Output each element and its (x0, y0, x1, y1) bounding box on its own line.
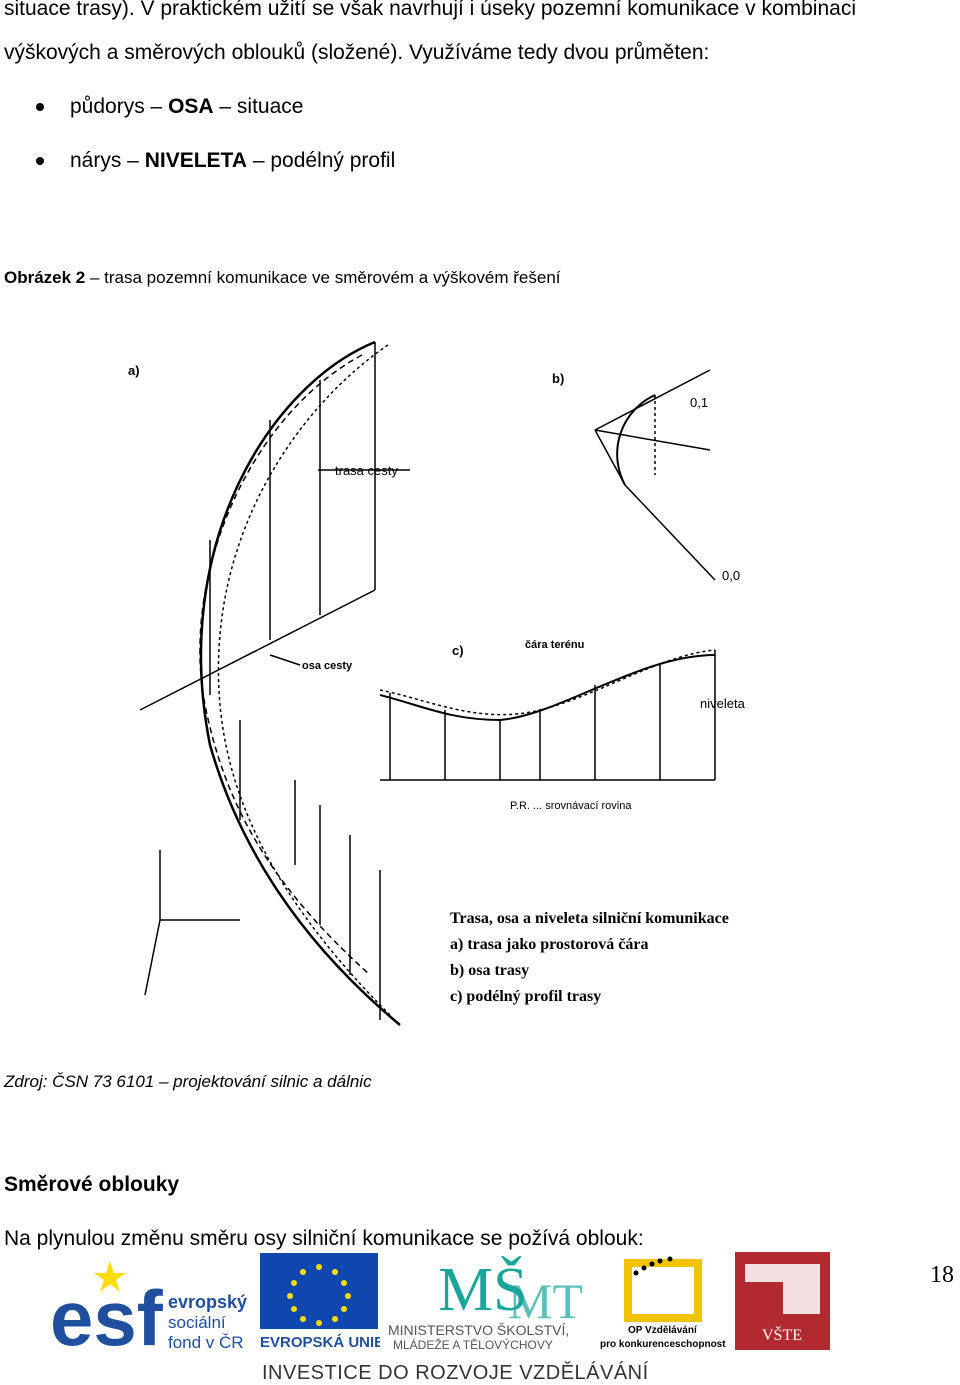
esf-text-2: sociální (168, 1313, 226, 1332)
legend-item-a: a) trasa jako prostorová čára (450, 936, 649, 953)
label-dist-00: 0,0 (722, 568, 740, 583)
label-niveleta: niveleta (700, 696, 746, 711)
esf-text-1: evropský (168, 1292, 247, 1312)
vste-logo: VŠTE (735, 1252, 830, 1350)
figure-label-c: c) (452, 643, 464, 658)
body-text-line: situace trasy). V praktickém užití se vš… (4, 0, 856, 20)
msmt-logo: MŠ MT MINISTERSTVO ŠKOLSTVÍ, MLÁDEŽE A T… (388, 1250, 598, 1352)
bullet-dot (36, 103, 44, 111)
msmt-text-2: MLÁDEŽE A TĚLOVÝCHOVY (393, 1337, 553, 1350)
figure-label-a: a) (128, 363, 140, 378)
svg-text:esf: esf (50, 1274, 164, 1353)
op-logo: OP Vzdělávání pro konkurenceschopnost (598, 1253, 728, 1353)
label-cara-terenu: čára terénu (525, 639, 584, 651)
label-pr: P.R. ... srovnávací rovina (510, 800, 632, 812)
section-heading: Směrové oblouky (4, 1173, 180, 1196)
label-trasa-cesty: trasa cesty (335, 463, 398, 478)
esf-text-3: fond v ČR (168, 1333, 244, 1352)
svg-text:MŠ: MŠ (438, 1256, 528, 1324)
esf-logo: esf evropský sociální fond v ČR (50, 1253, 250, 1362)
figure-label-b: b) (552, 371, 564, 386)
op-text-2: pro konkurenceschopnost (600, 1339, 726, 1350)
source-note: Zdroj: ČSN 73 6101 – projektování silnic… (4, 1072, 372, 1091)
bullet-dot (36, 157, 44, 165)
road-route-figure: a) b) c) trasa cesty osa cesty čára teré… (128, 340, 746, 1026)
op-text-1: OP Vzdělávání (628, 1325, 698, 1336)
eu-text: EVROPSKÁ UNIE (260, 1334, 380, 1351)
svg-text:MT: MT (508, 1273, 583, 1329)
legend-item-c: c) podélný profil trasy (450, 988, 601, 1005)
figure-caption: Obrázek 2 – trasa pozemní komunikace ve … (4, 268, 561, 287)
page-number: 18 (930, 1262, 954, 1288)
label-dist-01: 0,1 (690, 395, 708, 410)
msmt-text-1: MINISTERSTVO ŠKOLSTVÍ, (388, 1322, 569, 1338)
body-text-line: Na plynulou změnu směru osy silniční kom… (4, 1227, 644, 1250)
eu-logo: EVROPSKÁ UNIE (260, 1253, 384, 1353)
body-text-line: výškových a směrových oblouků (složené).… (4, 41, 710, 64)
bullet-item-niveleta: nárys – NIVELETA – podélný profil (70, 149, 396, 172)
bullet-item-osa: půdorys – OSA – situace (70, 95, 304, 118)
label-osa-cesty: osa cesty (302, 660, 353, 672)
legend-item-b: b) osa trasy (450, 962, 529, 979)
investice-slogan: INVESTICE DO ROZVOJE VZDĚLÁVÁNÍ (262, 1362, 649, 1384)
vste-text: VŠTE (762, 1325, 802, 1344)
legend-title: Trasa, osa a niveleta silniční komunikac… (450, 910, 729, 927)
